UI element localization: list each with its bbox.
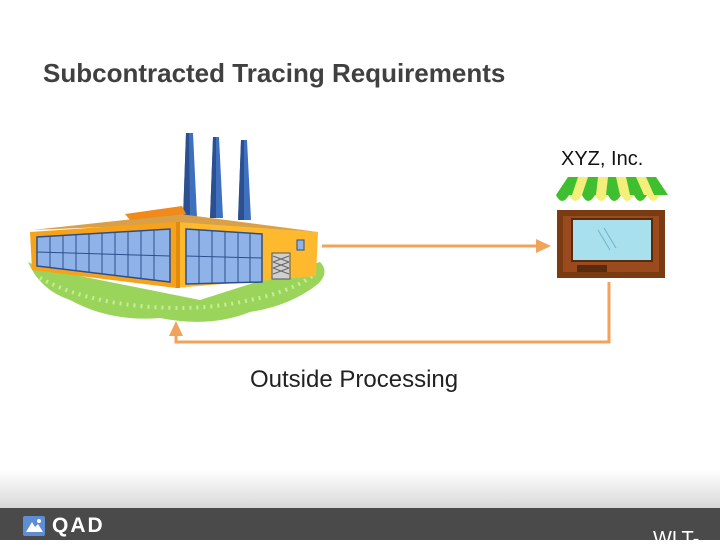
qad-logo: QAD <box>22 514 105 538</box>
vendor-label: XYZ, Inc. <box>561 148 644 170</box>
process-diagram <box>28 133 668 344</box>
slide-title: Subcontracted Tracing Requirements <box>43 58 506 88</box>
process-label: Outside Processing <box>250 366 459 393</box>
storefront-icon <box>556 177 668 278</box>
return-arrow <box>169 282 611 344</box>
footer-bar: QAD WLT- <box>0 508 720 550</box>
footer-fade <box>0 470 720 508</box>
logo-text: QAD <box>52 514 105 537</box>
factory-icon <box>28 133 325 322</box>
qad-logo-icon <box>23 516 45 536</box>
outbound-arrow <box>322 239 551 253</box>
